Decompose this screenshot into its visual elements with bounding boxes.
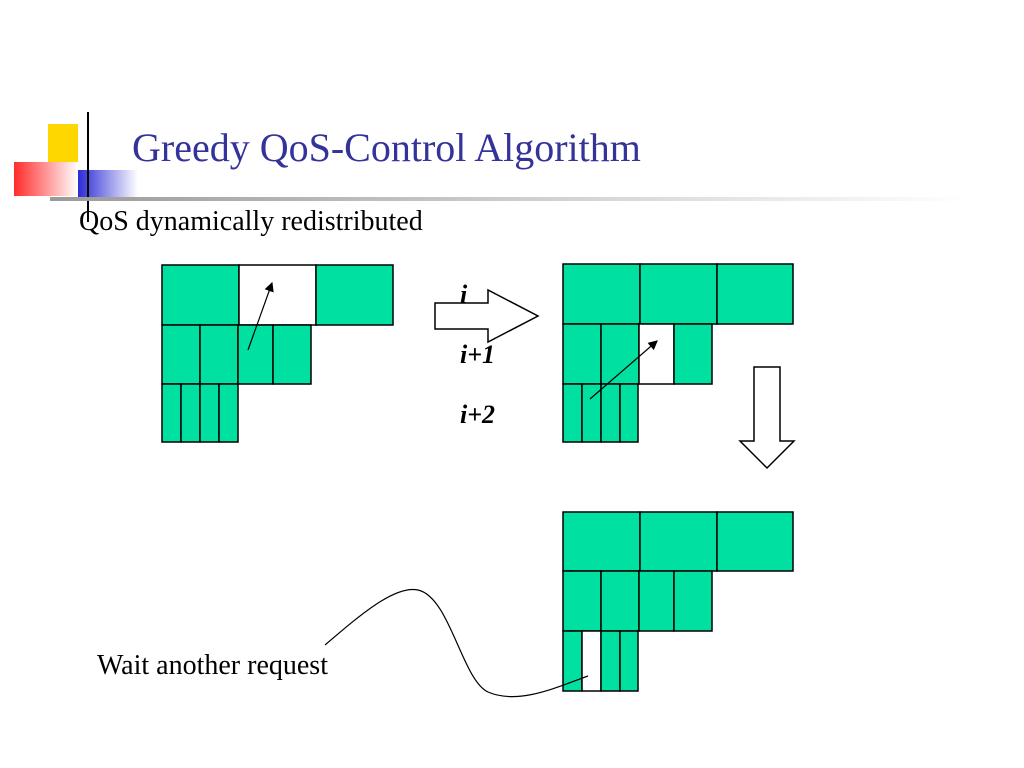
diagram-after-step-1 — [562, 263, 794, 443]
diagram-before — [161, 264, 394, 443]
deco-red-square — [14, 162, 78, 196]
block-level-i2 — [199, 383, 220, 443]
down-block-arrow — [738, 366, 796, 470]
block-level-i1 — [199, 324, 239, 385]
block-level-i — [562, 263, 641, 325]
block-level-i2 — [161, 383, 182, 443]
block-level-i1 — [562, 323, 602, 385]
block-level-i1 — [673, 570, 713, 632]
level-label-i2: i+2 — [460, 400, 496, 429]
promotion-arrow — [247, 281, 274, 351]
block-level-i1 — [272, 324, 312, 385]
block-level-i2 — [562, 383, 583, 443]
block-level-i1 — [673, 323, 713, 385]
diagram-after-step-2 — [562, 511, 794, 692]
slide-title: Greedy QoS-Control Algorithm — [132, 125, 641, 170]
block-level-i2 — [180, 383, 201, 443]
slide-subtitle: QoS dynamically redistributed — [79, 206, 423, 237]
block-level-i — [639, 511, 718, 572]
block-level-i1 — [161, 324, 201, 385]
block-level-i — [716, 263, 794, 325]
block-level-i — [639, 263, 718, 325]
promotion-arrow — [589, 340, 658, 400]
block-level-i1 — [237, 324, 274, 385]
block-level-i1 — [562, 570, 602, 632]
block-level-i2 — [619, 383, 639, 443]
deco-yellow-square — [48, 124, 78, 164]
block-level-i2-empty — [581, 630, 602, 692]
block-level-i — [161, 264, 240, 326]
callout-curve — [324, 588, 589, 698]
block-level-i — [315, 264, 394, 326]
block-level-i — [562, 511, 641, 572]
block-level-i1-empty — [638, 323, 675, 385]
level-label-i1: i+1 — [460, 340, 496, 369]
right-block-arrow — [434, 288, 540, 344]
block-level-i1 — [638, 570, 675, 632]
block-level-i2 — [218, 383, 239, 443]
block-level-i1 — [600, 570, 640, 632]
deco-horizontal-rule — [50, 197, 970, 201]
block-level-i2 — [600, 630, 621, 692]
callout-label: Wait another request — [97, 650, 328, 681]
block-level-i-empty — [238, 264, 317, 326]
block-level-i2 — [619, 630, 639, 692]
level-label-i: i — [460, 280, 468, 309]
block-level-i2 — [600, 383, 621, 443]
block-level-i — [716, 511, 794, 572]
block-level-i1 — [600, 323, 640, 385]
